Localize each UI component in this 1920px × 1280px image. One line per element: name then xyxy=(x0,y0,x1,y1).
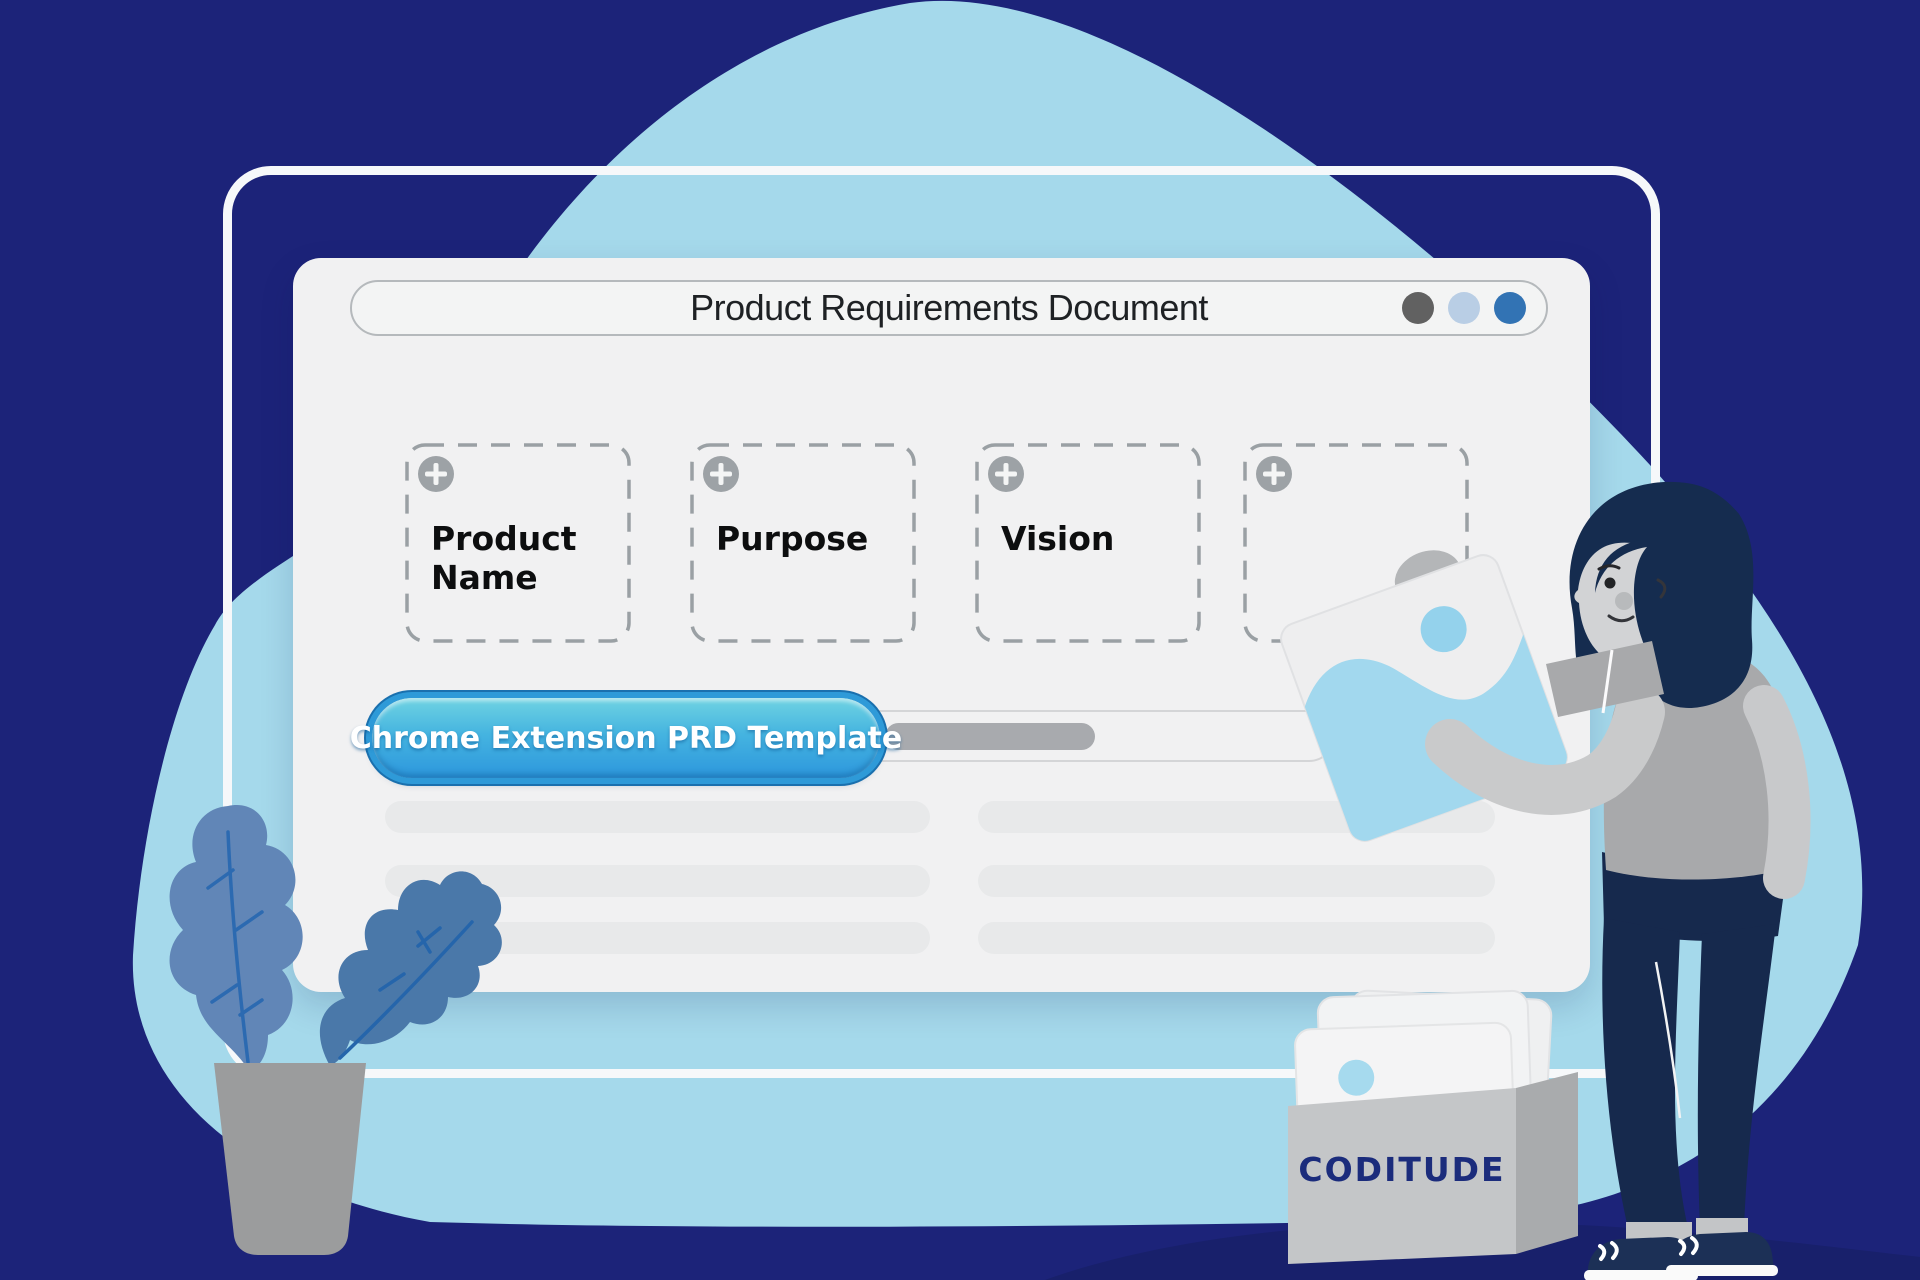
window-control-dot-3[interactable] xyxy=(1494,292,1526,324)
shoe-laces xyxy=(1678,1236,1699,1256)
progress-bar xyxy=(885,723,1095,750)
woman-leg-right xyxy=(1697,924,1776,1228)
plant-leaf-left-vein xyxy=(226,830,250,1064)
add-icon[interactable] xyxy=(988,456,1024,492)
woman-sleeve xyxy=(1546,641,1664,717)
storage-box-illustration xyxy=(1288,989,1578,1264)
woman-face xyxy=(1574,542,1652,665)
sleeve-seam xyxy=(1601,649,1614,714)
add-icon[interactable] xyxy=(418,456,454,492)
plant-illustration xyxy=(169,804,502,1255)
plant-leaf-left-veins xyxy=(206,868,264,1017)
image-sun-circle xyxy=(1420,606,1467,653)
brand-label: CODITUDE xyxy=(1298,1150,1506,1189)
shoe-sole xyxy=(1666,1265,1778,1276)
woman-far-arm xyxy=(1743,685,1811,899)
title-bar: Product Requirements Document xyxy=(350,280,1548,336)
ear xyxy=(1656,578,1667,599)
box-side-face xyxy=(1516,1072,1578,1254)
text-placeholder-row xyxy=(978,922,1495,954)
window-controls xyxy=(1402,292,1526,324)
eye xyxy=(1604,577,1616,589)
woman-illustration xyxy=(1280,481,1811,1280)
window-control-dot-2[interactable] xyxy=(1448,292,1480,324)
smile xyxy=(1607,614,1635,623)
text-placeholder-row xyxy=(385,801,930,833)
slot-label: Product Name xyxy=(431,519,577,597)
prd-template-button[interactable]: Chrome Extension PRD Template xyxy=(350,698,902,778)
text-placeholder-row xyxy=(978,865,1495,897)
plant-leaf-right xyxy=(319,871,502,1066)
dashed-border xyxy=(690,443,916,643)
window-title: Product Requirements Document xyxy=(690,287,1208,328)
shoe-laces xyxy=(1598,1241,1619,1261)
plant-leaf-right-veins xyxy=(378,926,442,992)
plant-pot xyxy=(214,1063,366,1255)
window-control-dot-1[interactable] xyxy=(1402,292,1434,324)
add-icon[interactable] xyxy=(1256,456,1292,492)
box-front-face xyxy=(1288,1088,1516,1264)
slot-vision[interactable]: Vision xyxy=(975,443,1201,643)
dashed-border xyxy=(975,443,1201,643)
woman-leg-left xyxy=(1602,918,1688,1228)
slot-product-name[interactable]: Product Name xyxy=(405,443,631,643)
slot-label: Vision xyxy=(1001,519,1115,558)
slot-purpose[interactable]: Purpose xyxy=(690,443,916,643)
woman-forearm xyxy=(1425,687,1665,815)
browser-window: Product Requirements Document Product Na… xyxy=(293,258,1590,992)
eyebrow xyxy=(1597,564,1621,571)
add-icon[interactable] xyxy=(703,456,739,492)
blush xyxy=(1615,592,1633,610)
pants-seam xyxy=(1654,961,1682,1119)
image-placeholder-circle xyxy=(1338,1059,1375,1096)
dashed-border xyxy=(405,443,631,643)
plant-leaf-right-vein xyxy=(338,920,474,1060)
slot-label: Purpose xyxy=(716,519,869,558)
